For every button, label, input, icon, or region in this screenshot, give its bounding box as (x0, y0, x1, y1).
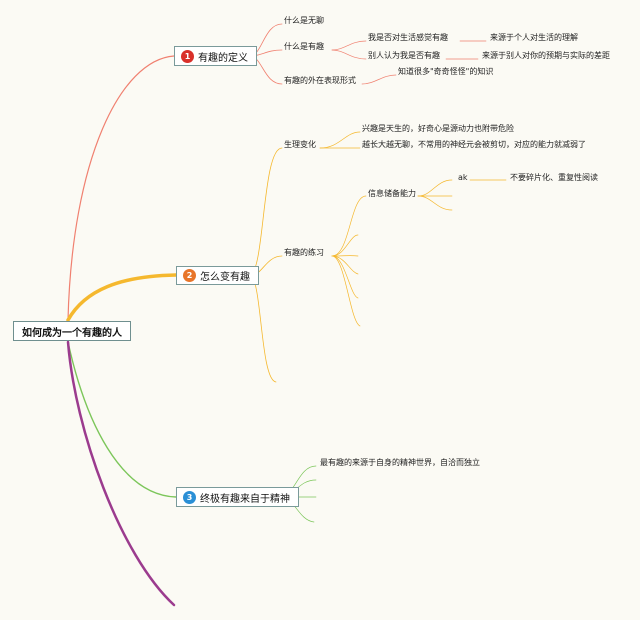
root-node-label: 如何成为一个有趣的人 (22, 327, 122, 339)
connector-practice-sub-6 (331, 255, 361, 327)
node-what-is-interesting[interactable]: 什么是有趣 (284, 42, 324, 51)
number-1-badge-icon: 1 (181, 49, 194, 63)
connector-ak (417, 179, 453, 197)
branch-how-label: 怎么变有趣 (200, 272, 250, 283)
note-no-fragmented-reading[interactable]: 不要碎片化、重复性阅读 (510, 173, 598, 182)
connector-branch-3 (67, 341, 177, 498)
branch-spirit-label: 终极有趣来自于精神 (200, 493, 290, 505)
node-ak[interactable]: ak (458, 173, 468, 182)
node-what-is-boring[interactable]: 什么是无聊 (284, 16, 324, 25)
root-node[interactable]: 如何成为一个有趣的人 (13, 321, 131, 341)
note-personal-understanding[interactable]: 来源于个人对生活的理解 (490, 33, 578, 42)
connector-others-think (331, 49, 367, 60)
connector-note-strange (361, 74, 397, 85)
item-curiosity-innate[interactable]: 兴趣是天生的，好奇心是源动力也附带危险 (362, 124, 514, 133)
connector-branch-2 (66, 273, 178, 322)
item-neurons-pruned[interactable]: 越长大越无聊，不常用的神经元会被剪切，对应的能力就减弱了 (362, 140, 586, 149)
connector-empty-branch (249, 275, 277, 383)
node-others-think-interesting[interactable]: 别人认为我是否有趣 (368, 51, 440, 60)
node-interesting-practice[interactable]: 有趣的练习 (284, 248, 324, 257)
branch-definition-label: 有趣的定义 (198, 52, 248, 64)
node-spiritual-world[interactable]: 最有趣的来源于自身的精神世界，自洽而独立 (320, 458, 480, 467)
connector-branch-1 (67, 55, 175, 321)
note-expectation-gap[interactable]: 来源于别人对你的预期与实际的差距 (482, 51, 610, 60)
connector-self-feel (331, 40, 367, 51)
connector-practice-sub-2 (331, 234, 359, 257)
branch-how-node[interactable]: 2 怎么变有趣 (176, 266, 259, 285)
number-2-badge-icon: 2 (183, 269, 196, 282)
connector-extra-branch (66, 340, 176, 607)
connector-info-reserve (331, 195, 367, 257)
node-information-reserve[interactable]: 信息储备能力 (368, 189, 416, 198)
number-3-badge-icon: 3 (183, 490, 196, 504)
node-external-form[interactable]: 有趣的外在表现形式 (284, 76, 356, 85)
node-self-feel-interesting[interactable]: 我是否对生活感觉有趣 (368, 33, 448, 42)
branch-definition-node[interactable]: 1 有趣的定义 (174, 46, 257, 66)
connector-info-sub-3 (417, 195, 453, 211)
note-know-strange-things[interactable]: 知道很多"奇奇怪怪"的知识 (398, 67, 494, 76)
branch-spirit-node[interactable]: 3 终极有趣来自于精神 (176, 487, 299, 507)
connector-curiosity (319, 131, 361, 149)
node-physiological-change[interactable]: 生理变化 (284, 140, 316, 149)
